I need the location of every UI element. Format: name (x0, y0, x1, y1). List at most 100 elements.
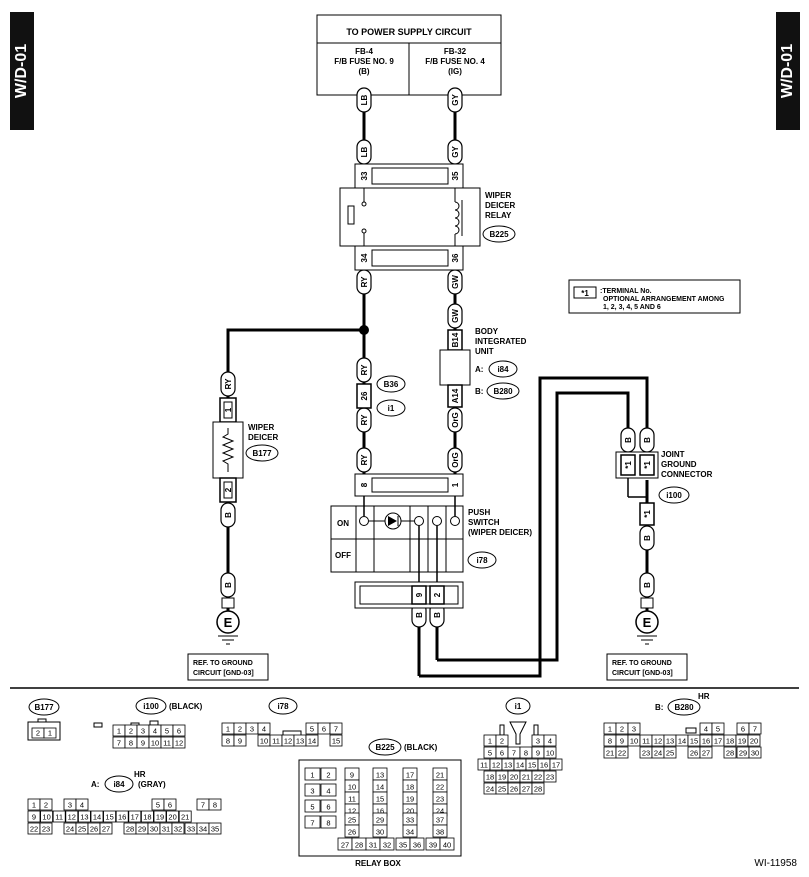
conn-i1-pin-25: 25 (495, 782, 509, 795)
conn-b225-pin-label: 24 (436, 807, 444, 816)
conn-b225-pin-label: 18 (406, 783, 414, 792)
conn-b225-pin-4: 4 (320, 783, 337, 797)
conn-b225-pin-6: 6 (320, 799, 337, 813)
body-unit-a-prefix: A: (475, 365, 483, 374)
conn-b225-pin-26: 26 (344, 824, 360, 838)
conn-i1-pin-label: 4 (548, 737, 552, 746)
fuse2-type: (IG) (448, 67, 462, 76)
conn-i84-pin-label: 3 (68, 801, 72, 810)
wire-text-ry-mid: RY (360, 364, 369, 375)
conn-i84-pin-label: 29 (138, 825, 146, 834)
conn-i100-pin-11: 11 (160, 736, 174, 749)
conn-b280-pin-label: 12 (654, 737, 662, 746)
conn-i78-pin-7: 7 (329, 722, 343, 735)
conn-i84-pin-21: 21 (178, 810, 192, 823)
conn-b280-pin-20: 20 (747, 734, 761, 747)
conn-i84-pin-26: 26 (87, 822, 101, 835)
conn-i84-pin-24: 24 (63, 822, 77, 835)
power-supply-title: TO POWER SUPPLY CIRCUIT (346, 27, 472, 37)
relay-connector-id: B225 (489, 230, 509, 239)
conn-b280-pin-24: 24 (651, 746, 665, 759)
conn-b225-pin-17: 17 (402, 767, 418, 781)
conn-i84-pin-label: 15 (105, 813, 113, 822)
switch-label-2: SWITCH (468, 518, 500, 527)
conn-b280-pin-8: 8 (603, 734, 617, 747)
conn-b280-pin-label: 19 (738, 737, 746, 746)
ground-left-symbol: E (224, 615, 233, 630)
conn-i1-pin-16: 16 (537, 758, 551, 771)
conn-b280-pin-29: 29 (736, 746, 750, 759)
deicer-pin-1: 1 (224, 407, 233, 412)
conn-b280-pin-label: 22 (618, 749, 626, 758)
pin-b14: B14 (451, 332, 460, 347)
switch-label-1: PUSH (468, 508, 490, 517)
conn-i1-pin-label: 13 (504, 761, 512, 770)
conn-b225-pin-label: 4 (326, 787, 330, 796)
fuse1-type: (B) (358, 67, 369, 76)
ground-right-ref-2: CIRCUIT [GND-03] (612, 670, 673, 677)
conn-i1-pin-label: 15 (528, 761, 536, 770)
conn-b280-pin-label: 24 (654, 749, 662, 758)
conn-i84-pin-label: 33 (187, 825, 195, 834)
conn-i84-pin-14: 14 (90, 810, 104, 823)
conn-b225-pin-label: 31 (369, 841, 377, 850)
conn-i78-pin-5: 5 (305, 722, 319, 735)
conn-b280-pin-5: 5 (711, 722, 725, 735)
conn-i1-pin-label: 23 (546, 773, 554, 782)
conn-i84-pin-label: 31 (162, 825, 170, 834)
conn-i1-pin-label: 1 (488, 737, 492, 746)
conn-b280-pin-label: 29 (739, 749, 747, 758)
conn-i78-pin-label: 14 (308, 737, 316, 746)
wire-label-b-jgc-out (639, 525, 655, 551)
conn-i84-pin-label: 21 (181, 813, 189, 822)
conn-i84-pin-1: 1 (27, 798, 41, 811)
conn-i78-pin-6: 6 (317, 722, 331, 735)
conn-b280-pin-label: 18 (726, 737, 734, 746)
conn-i1-pin-20: 20 (507, 770, 521, 783)
conn-i78-pin-9: 9 (233, 734, 247, 747)
conn-b177-pin-label: 1 (48, 729, 52, 738)
jgc-label-2: GROUND (661, 460, 697, 469)
conn-i84-pin-23: 23 (39, 822, 53, 835)
conn-b280-pin-label: 9 (620, 737, 624, 746)
conn-b225-pin-10: 10 (344, 779, 360, 793)
conn-b280-pin-13: 13 (663, 734, 677, 747)
conn-i100-pin-10: 10 (148, 736, 162, 749)
conn-b280-pin-label: 3 (632, 725, 636, 734)
conn-b280-pin-17: 17 (711, 734, 725, 747)
wire-text-lb-top: LB (360, 94, 369, 105)
conn-b280-pin-1: 1 (603, 722, 617, 735)
conn-b225-pin-label: 12 (348, 807, 356, 816)
conn-b225-pin-28: 28 (351, 837, 367, 851)
wire-text-org-switch: OrG (451, 452, 460, 468)
conn-i1-pin-label: 18 (486, 773, 494, 782)
conn-b280-pin-9: 9 (615, 734, 629, 747)
fuse1-name: FB-4 (355, 47, 373, 56)
conn-i84-pin-label: 17 (131, 813, 139, 822)
conn-i84-pin-label: 4 (80, 801, 84, 810)
conn-i100-pin-label: 11 (163, 739, 171, 748)
conn-b225-pin-label: 7 (310, 819, 314, 828)
wire-text-ry-relay: RY (360, 276, 369, 287)
conn-i1-pin-22: 22 (531, 770, 545, 783)
conn-i1-pin-4: 4 (543, 734, 557, 747)
conn-i84-hr: HR (134, 770, 146, 779)
conn-i78-pin-label: 13 (296, 737, 304, 746)
relay-label-3: RELAY (485, 211, 512, 220)
conn-b225-pin-2: 2 (320, 767, 337, 781)
switch-pin-9: 9 (415, 592, 424, 597)
wire-label-gw-unit (447, 303, 463, 329)
wire-label-ry-mid (356, 357, 372, 383)
conn-b225-pin-label: 29 (376, 816, 384, 825)
wire-text-ry-deicer: RY (224, 378, 233, 389)
switch-label-3: (WIPER DEICER) (468, 528, 532, 537)
jgc-pin-b: *1 (643, 461, 652, 469)
conn-b225-pin-label: 23 (436, 795, 444, 804)
fuse1-desc: F/B FUSE NO. 9 (334, 57, 394, 66)
conn-i84-pin-6: 6 (163, 798, 177, 811)
pin-36: 36 (451, 253, 460, 262)
conn-b225-pin-label: 17 (406, 771, 414, 780)
conn-i100-pin-label: 7 (117, 739, 121, 748)
conn-b225-color: (BLACK) (404, 743, 438, 752)
